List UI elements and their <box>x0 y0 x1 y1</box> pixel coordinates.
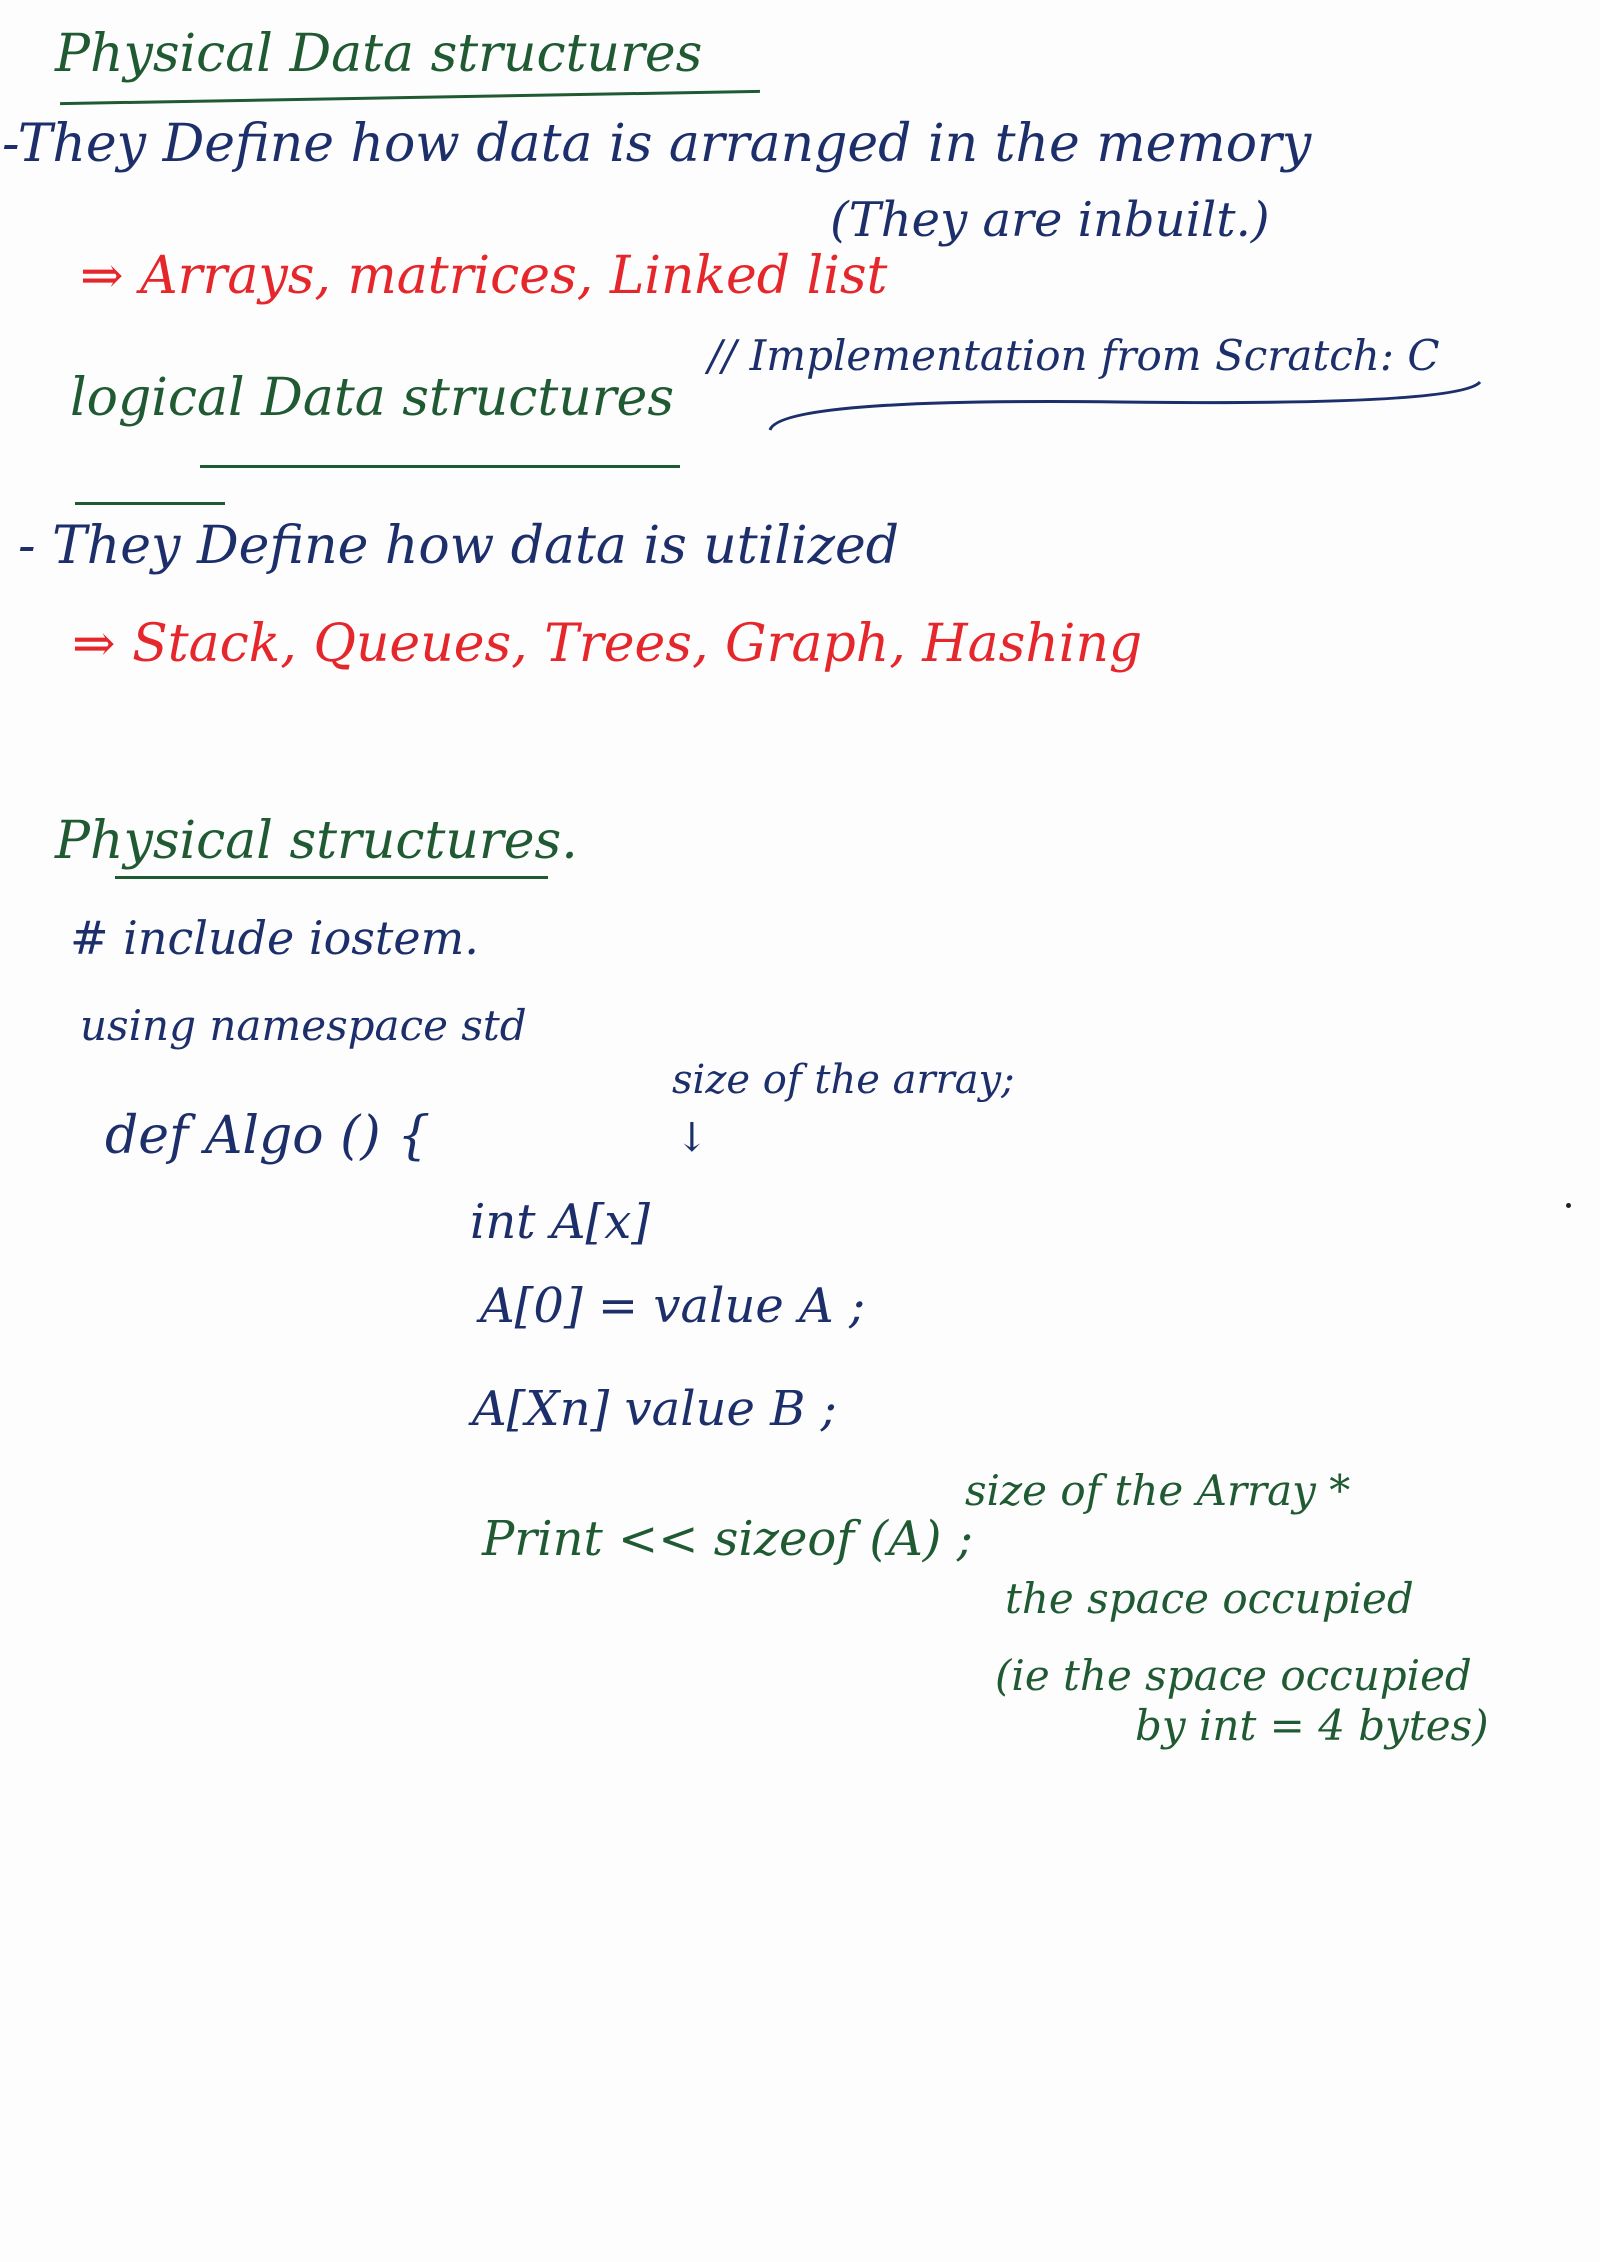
heading2-underline-short <box>75 502 225 505</box>
physical-examples: ⇒ Arrays, matrices, Linked list <box>80 246 888 306</box>
heading1-underline <box>60 89 760 106</box>
heading2-underline <box>200 465 680 468</box>
code-assign-a0: A[0] = value A ; <box>480 1278 866 1334</box>
annotation-space-occupied: the space occupied <box>1005 1574 1414 1623</box>
implementation-brace <box>768 380 1482 431</box>
arrow-down-icon: ↓ <box>675 1115 709 1161</box>
heading3-underline <box>115 876 548 879</box>
code-print-sizeof: Print << sizeof (A) ; <box>482 1511 973 1567</box>
annotation-size-of-array: size of the array; <box>672 1057 1015 1103</box>
code-def: def Algo () { <box>105 1106 431 1166</box>
stray-dot <box>1566 1203 1571 1208</box>
annotation-size-of-the-array: size of the Array * <box>965 1466 1351 1515</box>
code-int-array: int A[x] <box>470 1194 650 1250</box>
heading-physical-data-structures: Physical Data structures <box>55 24 703 84</box>
heading-physical-structures: Physical structures. <box>55 811 578 871</box>
code-assign-axn: A[Xn] value B ; <box>472 1381 837 1437</box>
annotation-int-4-bytes: by int = 4 bytes) <box>1135 1701 1489 1750</box>
implementation-note: // Implementation from Scratch: C <box>708 331 1440 380</box>
code-using: using namespace std <box>80 1001 527 1050</box>
annotation-ie-space-occupied: (ie the space occupied <box>995 1651 1472 1700</box>
inbuilt-aside: (They are inbuilt.) <box>830 192 1270 248</box>
heading-logical-data-structures: logical Data structures <box>70 368 675 428</box>
logical-examples: ⇒ Stack, Queues, Trees, Graph, Hashing <box>72 614 1143 674</box>
physical-definition: -They Define how data is arranged in the… <box>2 114 1312 174</box>
logical-definition: - They Define how data is utilized <box>18 516 900 576</box>
code-include: # include iostem. <box>70 911 479 965</box>
